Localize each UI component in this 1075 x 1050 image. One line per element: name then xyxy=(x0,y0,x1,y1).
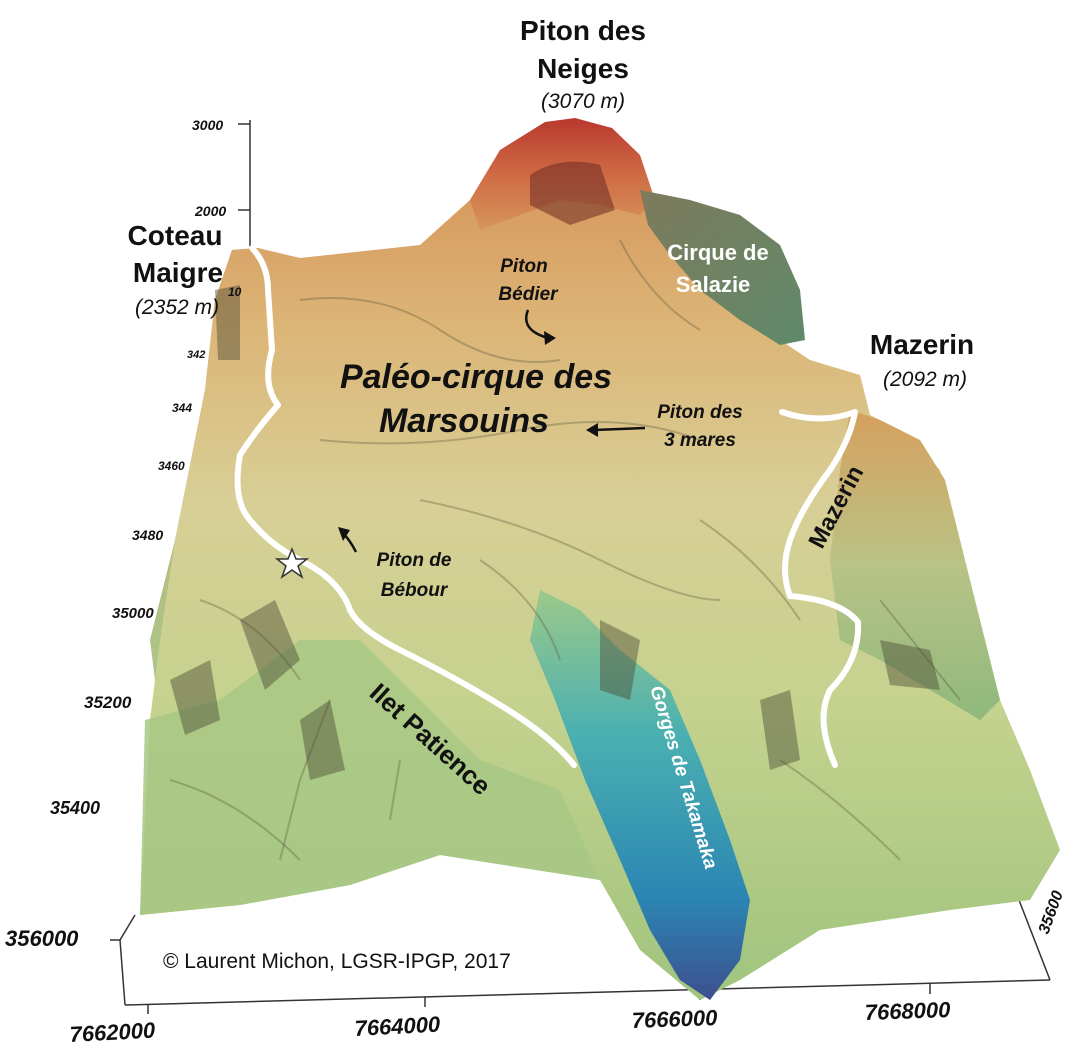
label-paleo-line2: Marsouins xyxy=(379,402,549,440)
terrain-mazerin-block xyxy=(830,410,1000,720)
y-tick: 35400 xyxy=(50,798,100,818)
terrain-salazie xyxy=(640,190,805,345)
x-tick: 7664000 xyxy=(354,1012,442,1041)
arrow-3-mares xyxy=(593,426,646,432)
y-tick: 342 xyxy=(187,349,205,361)
z-tick: 2000 xyxy=(194,203,226,219)
terrain-front-slope xyxy=(140,640,600,915)
peak-neiges-line1: Piton des xyxy=(520,15,646,46)
label-bebour-line2: Bébour xyxy=(381,580,449,601)
trace-left xyxy=(234,245,577,768)
star-marker-icon xyxy=(274,546,310,579)
x-tick: 7668000 xyxy=(864,997,951,1025)
arrow-bedier xyxy=(525,309,549,340)
z-tick: 3000 xyxy=(192,117,223,133)
y-tick: 344 xyxy=(172,401,192,415)
y-tick: 3460 xyxy=(158,459,185,473)
y-tick-right: 35600 xyxy=(1036,889,1067,937)
label-3-mares-line1: Piton des xyxy=(657,402,743,423)
y-tick: 356000 xyxy=(5,926,79,951)
y-tick: 35000 xyxy=(112,605,154,622)
arrow-heads xyxy=(338,331,598,541)
y-tick: 35200 xyxy=(84,693,132,712)
relief-shading xyxy=(169,239,961,861)
trace-right xyxy=(779,409,862,768)
x-tick: 7662000 xyxy=(69,1018,157,1047)
peak-coteau-line1: Coteau xyxy=(128,220,223,251)
peak-coteau-elev: (2352 m) xyxy=(135,296,219,319)
label-salazie-line1: Cirque de xyxy=(667,240,768,265)
label-bedier-line2: Bédier xyxy=(498,284,559,305)
arrowhead-bedier xyxy=(544,331,556,345)
label-salazie-line2: Salazie xyxy=(676,272,751,297)
boundary-traces xyxy=(234,245,862,768)
y-tick: 3480 xyxy=(132,527,163,543)
label-paleo-line1: Paléo-cirque des xyxy=(340,358,612,396)
peak-neiges-line2: Neiges xyxy=(537,53,629,84)
label-3-mares-line2: 3 mares xyxy=(664,430,736,451)
arrowhead-3-mares xyxy=(586,423,598,437)
x-tick: 7666000 xyxy=(631,1005,718,1033)
dark-ridges xyxy=(170,285,940,780)
peak-neiges-elev: (3070 m) xyxy=(541,90,625,113)
z-tick: 10 xyxy=(228,285,242,299)
label-bebour-line1: Piton de xyxy=(377,550,452,571)
terrain-gorge-takamaka xyxy=(530,590,750,1000)
label-bedier-line1: Piton xyxy=(500,256,548,277)
peak-coteau-line2: Maigre xyxy=(133,257,223,288)
arrowhead-bebour xyxy=(338,527,350,541)
peak-mazerin-elev: (2092 m) xyxy=(883,368,967,391)
summit-crater-shadow xyxy=(530,161,615,225)
credit-text: © Laurent Michon, LGSR-IPGP, 2017 xyxy=(163,950,511,973)
peak-labels: Piton des Neiges (3070 m) Coteau Maigre … xyxy=(128,15,975,391)
peak-mazerin-name: Mazerin xyxy=(870,329,974,360)
axis-tick-labels: 3000 2000 10 342 344 3460 3480 35000 352… xyxy=(5,117,1067,1047)
